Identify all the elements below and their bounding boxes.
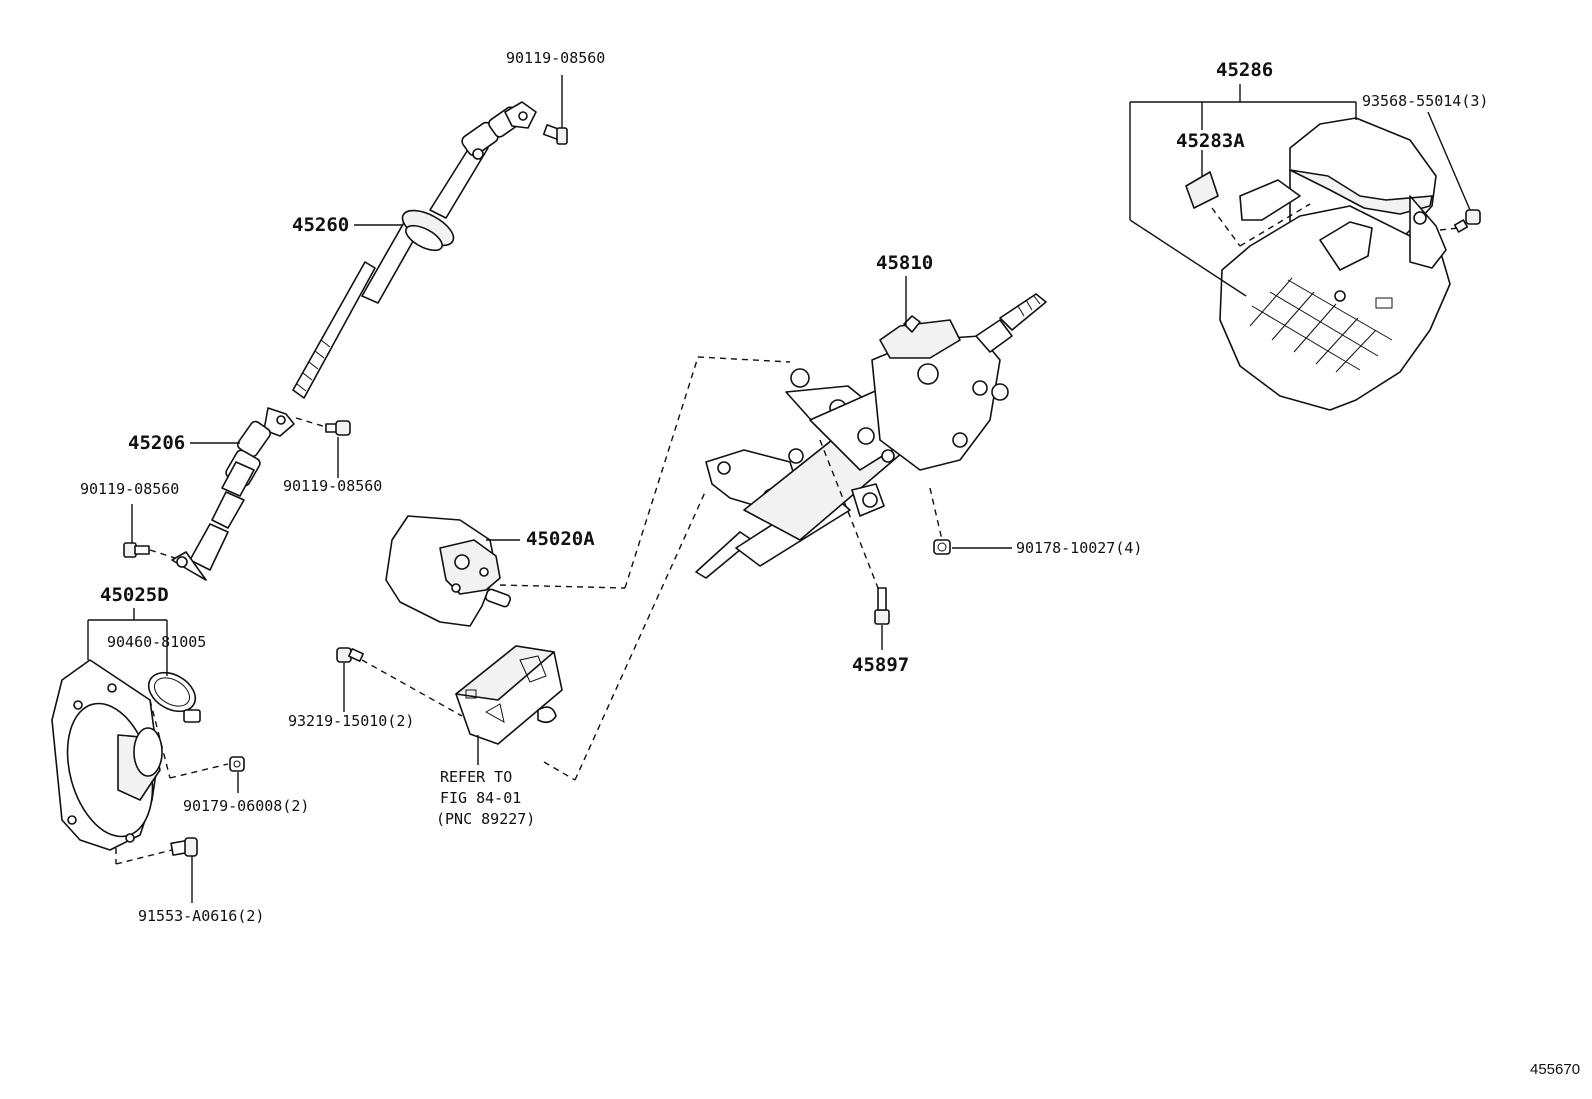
intermediate-shaft-45260: [292, 101, 537, 399]
screw-93219: [336, 647, 364, 663]
label-90119-08560-left: 90119-08560: [80, 480, 179, 498]
label-93568-55014: 93568-55014(3): [1362, 92, 1488, 110]
steering-column-45810: [695, 293, 1047, 579]
refer-to-line-2: FIG 84-01: [440, 789, 521, 807]
bolt-90119-mid: [325, 420, 351, 436]
label-91553-a0616: 91553-A0616(2): [138, 907, 264, 925]
label-45283a: 45283A: [1176, 130, 1245, 152]
bolt-45897: [874, 587, 890, 625]
label-45283a: [1185, 171, 1219, 209]
control-module-ref-fig-84-01: [455, 645, 563, 745]
actuator-45020a: [385, 515, 512, 627]
label-90179-06008: 90179-06008(2): [183, 797, 309, 815]
label-90460-81005: 90460-81005: [107, 633, 206, 651]
bolt-91553: [170, 837, 198, 857]
refer-to-line-1: REFER TO: [440, 768, 512, 786]
hole-cover-45025d: [51, 659, 163, 851]
universal-joint-45206: [171, 407, 295, 581]
label-90119-08560-mid: 90119-08560: [283, 477, 382, 495]
label-45025d: 45025D: [100, 584, 169, 606]
label-45020a: 45020A: [526, 528, 595, 550]
label-90178-10027: 90178-10027(4): [1016, 539, 1142, 557]
label-45206: 45206: [128, 432, 185, 454]
nut-90178: [933, 539, 951, 555]
label-45810: 45810: [876, 252, 933, 274]
clamp-90460: [147, 671, 201, 723]
label-45260: 45260: [292, 214, 349, 236]
label-93219-15010: 93219-15010(2): [288, 712, 414, 730]
bolt-90119-left: [123, 542, 150, 558]
diagram-reference-code: 455670: [1530, 1061, 1580, 1078]
nut-90179: [229, 756, 245, 772]
bolt-90119-top: [542, 124, 568, 145]
column-cover-45286: [1219, 117, 1451, 411]
label-90119-08560-top: 90119-08560: [506, 49, 605, 67]
label-45286: 45286: [1216, 59, 1273, 81]
label-45897: 45897: [852, 654, 909, 676]
screw-93568: [1453, 209, 1481, 233]
refer-to-line-3: (PNC 89227): [436, 810, 535, 828]
